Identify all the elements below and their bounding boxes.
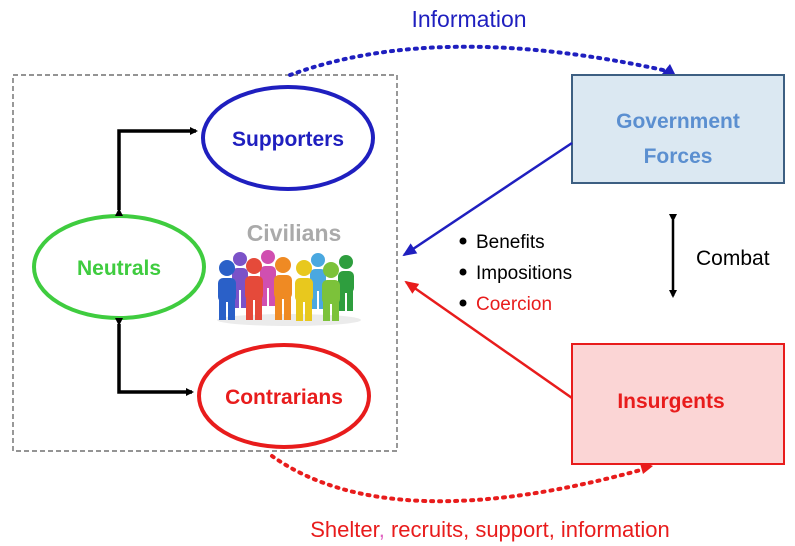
- shelter-label-comma: ,: [379, 517, 385, 542]
- shelter-arc: [270, 454, 650, 504]
- information-arc: [288, 44, 674, 77]
- influence-item-impositions: Impositions: [476, 263, 572, 284]
- bullet-icon: [459, 237, 467, 245]
- crowd-of-colorful-people-icon: [217, 250, 361, 326]
- neutrals-label: Neutrals: [77, 257, 161, 280]
- contrarians-node: [197, 343, 371, 449]
- information-arrowhead: [662, 64, 676, 76]
- neutrals-supporters-connector: [115, 127, 198, 216]
- supporters-node: [201, 85, 375, 191]
- shelter-label: Shelter, recruits, support, information: [310, 517, 670, 542]
- civilians-group-box: [12, 74, 398, 452]
- supporters-label: Supporters: [232, 128, 344, 151]
- insurgents-label: Insurgents: [617, 390, 724, 413]
- insurgents-node: [571, 343, 785, 465]
- contrarians-label: Contrarians: [225, 386, 343, 409]
- shelter-label-part2: recruits, support, information: [385, 517, 670, 542]
- neutrals-contrarians-connector: [115, 318, 194, 396]
- civilians-title: Civilians: [247, 220, 342, 246]
- bullet-icon: [459, 299, 467, 307]
- bullet-icon: [459, 268, 467, 276]
- shelter-label-part1: Shelter: [310, 517, 379, 542]
- government-forces-node: [571, 74, 785, 184]
- government-forces-label-line2: Forces: [644, 145, 713, 168]
- government-to-civilians-arrow: [402, 141, 573, 257]
- influence-item-benefits: Benefits: [476, 232, 545, 253]
- information-label: Information: [411, 6, 526, 32]
- government-forces-label-line1: Government: [616, 110, 740, 133]
- combat-label: Combat: [696, 247, 770, 270]
- influence-item-coercion: Coercion: [476, 294, 552, 315]
- insurgents-to-civilians-arrow: [404, 280, 573, 400]
